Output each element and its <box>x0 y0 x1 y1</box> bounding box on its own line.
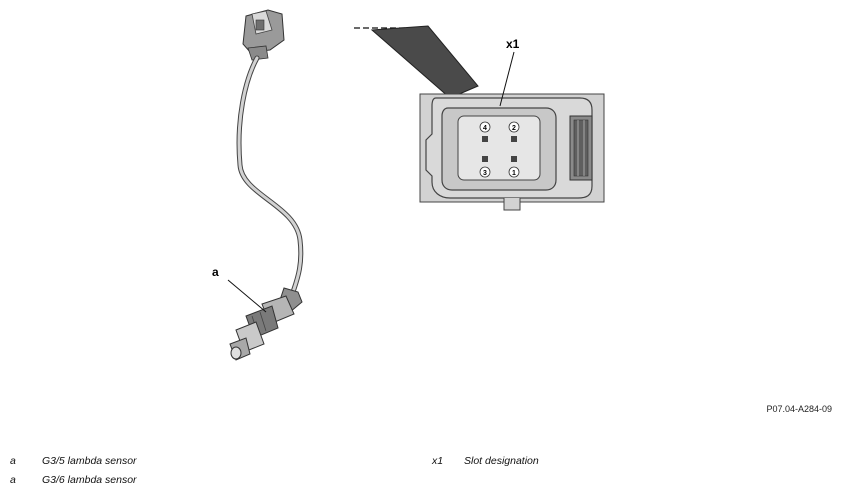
legend-item: a G3/6 lambda sensor <box>10 474 310 488</box>
legend-item: x1 Slot designation <box>432 455 732 469</box>
lambda-sensor-illustration <box>229 9 304 361</box>
legend-item: a G3/5 lambda sensor <box>10 455 310 469</box>
callout-x1: x1 <box>499 37 520 107</box>
pin-2-label: 2 <box>512 125 516 132</box>
callout-a: a <box>212 265 267 313</box>
callout-a-label: a <box>212 265 219 279</box>
pin-3-label: 3 <box>483 170 487 177</box>
pin-cavity <box>457 115 541 181</box>
legend-key: x1 <box>432 455 444 467</box>
legend-key: a <box>10 455 16 467</box>
pin-2: 2 <box>508 121 520 142</box>
pin-3: 3 <box>479 156 491 178</box>
legend-text: G3/5 lambda sensor <box>42 455 137 467</box>
pin-4-label: 4 <box>483 125 487 132</box>
legend-text: Slot designation <box>464 455 539 467</box>
legend-text: G3/6 lambda sensor <box>42 474 137 486</box>
figure-reference-code: P07.04-A284-09 <box>766 404 832 414</box>
legend-key: a <box>10 474 16 486</box>
pin-4: 4 <box>479 121 491 142</box>
callout-x1-label: x1 <box>506 37 520 51</box>
sensor-cable <box>236 55 304 295</box>
connector-detail: 4 2 3 1 <box>354 25 605 211</box>
pin-1: 1 <box>508 156 520 178</box>
sensor-plug <box>242 9 285 61</box>
pin-1-label: 1 <box>512 170 516 177</box>
sensor-body <box>229 287 303 361</box>
